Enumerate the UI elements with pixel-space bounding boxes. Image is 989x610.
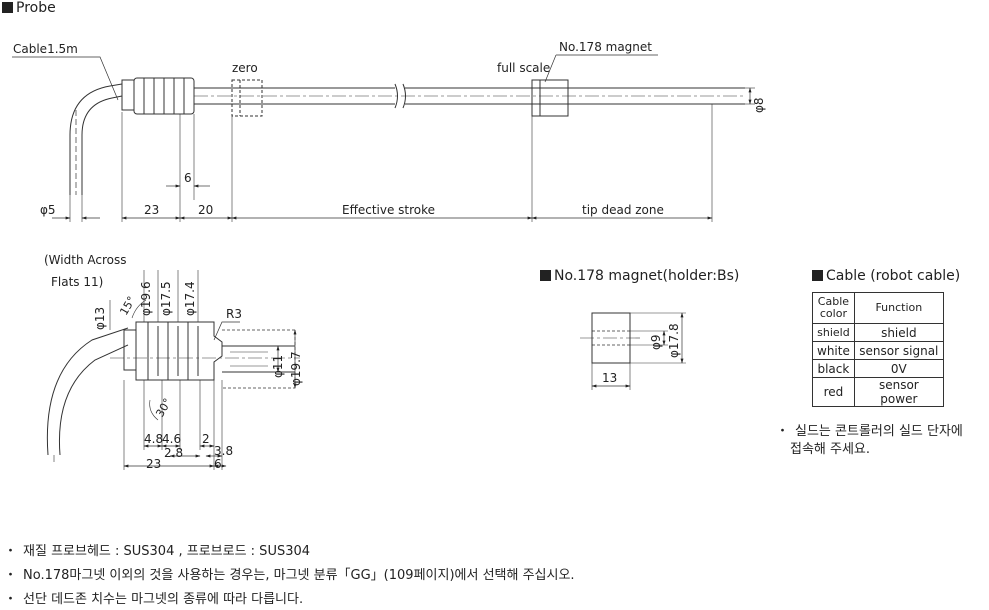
table-cell: shield bbox=[812, 323, 855, 342]
dim-phi17-4: φ17.4 bbox=[183, 281, 197, 316]
dim-mag-phi17-8: φ17.8 bbox=[667, 323, 681, 358]
magnet-detail bbox=[580, 312, 686, 390]
label-width-across-1: (Width Across bbox=[44, 253, 126, 267]
dim-mag-phi9: φ9 bbox=[649, 334, 663, 350]
table-header-cell: Function bbox=[853, 292, 944, 324]
table-row: red sensor power bbox=[812, 377, 944, 407]
section-title-probe: Probe bbox=[2, 0, 56, 16]
note-item: ・No.178마그넷 이외의 것을 사용하는 경우는, 마그넷 분류「GG」(1… bbox=[4, 568, 575, 583]
shield-note-line: ・실드는 콘트롤러의 실드 단자에 bbox=[776, 424, 963, 439]
dim-phi17-5: φ17.5 bbox=[159, 281, 173, 316]
dim-2-8: 2.8 bbox=[164, 446, 183, 460]
full-scale-magnet bbox=[531, 79, 569, 117]
dim-deg15: 15° bbox=[117, 294, 138, 317]
table-cell: sensor power bbox=[853, 377, 944, 407]
section-title-magnet: No.178 magnet(holder:Bs) bbox=[540, 268, 739, 284]
note-item: ・재질 프로브헤드 : SUS304 , 프로브로드 : SUS304 bbox=[4, 544, 311, 559]
dim-phi5: φ5 bbox=[40, 203, 56, 217]
dim-6-head: 6 bbox=[214, 457, 222, 471]
dim-deg30: 30° bbox=[153, 396, 174, 419]
magnet-labels: φ9 φ17.8 13 bbox=[602, 323, 681, 385]
probe-side-labels: Cable1.5m zero full scale No.178 magnet … bbox=[13, 40, 766, 217]
dim-mag-13: 13 bbox=[602, 371, 617, 385]
probe-side-view bbox=[12, 54, 755, 222]
dim-phi19-6: φ19.6 bbox=[139, 281, 153, 316]
dim-phi13: φ13 bbox=[93, 307, 107, 330]
table-row: white sensor signal bbox=[812, 341, 944, 360]
table-cell: sensor signal bbox=[853, 341, 944, 360]
dim-phi8: φ8 bbox=[752, 97, 766, 113]
table-cell: 0V bbox=[853, 359, 944, 378]
table-row: black 0V bbox=[812, 359, 944, 378]
table-cell: shield bbox=[853, 323, 944, 342]
square-bullet-icon bbox=[812, 270, 823, 281]
square-bullet-icon bbox=[540, 270, 551, 281]
dim-23: 23 bbox=[144, 203, 159, 217]
probe-nut bbox=[121, 79, 135, 111]
dim-4-8: 4.8 bbox=[144, 432, 163, 446]
dim-r3: R3 bbox=[226, 307, 242, 321]
dim-tip-dead-zone: tip dead zone bbox=[582, 203, 664, 217]
square-bullet-icon bbox=[2, 2, 13, 13]
dim-23-head: 23 bbox=[146, 457, 161, 471]
dim-effective-stroke: Effective stroke bbox=[342, 203, 435, 217]
shield-note-line: 접속해 주세요. bbox=[790, 442, 871, 457]
dim-2: 2 bbox=[202, 432, 210, 446]
label-cable-length: Cable1.5m bbox=[13, 42, 78, 56]
table-cell: white bbox=[812, 341, 855, 360]
label-magnet-callout: No.178 magnet bbox=[559, 40, 652, 54]
shield-note: ・실드는 콘트롤러의 실드 단자에 접속해 주세요. bbox=[776, 423, 963, 459]
zero-magnet-outline bbox=[231, 79, 263, 117]
dim-4-6: 4.6 bbox=[162, 432, 181, 446]
dim-phi11: φ11 bbox=[271, 355, 285, 378]
dim-3-8: 3.8 bbox=[214, 444, 233, 458]
probe-rod bbox=[194, 87, 395, 105]
table-header-cell: Cable color bbox=[812, 292, 855, 324]
table-header-row: Cable color Function bbox=[812, 292, 944, 324]
dim-phi19-7: φ19.7 bbox=[289, 351, 303, 386]
label-width-across-2: Flats 11) bbox=[51, 275, 103, 289]
table-cell: black bbox=[812, 359, 855, 378]
cable-color-table: Cable color Function shield shield white… bbox=[812, 292, 944, 407]
table-row: shield shield bbox=[812, 323, 944, 342]
probe-head-detail bbox=[46, 270, 300, 470]
table-cell: red bbox=[812, 377, 855, 407]
dim-20: 20 bbox=[198, 203, 213, 217]
label-zero: zero bbox=[232, 61, 258, 75]
dim-6: 6 bbox=[184, 171, 192, 185]
label-full-scale: full scale bbox=[497, 61, 550, 75]
note-item: ・선단 데드존 치수는 마그넷의 종류에 따라 다릅니다. bbox=[4, 592, 304, 607]
section-title-cable: Cable (robot cable) bbox=[812, 268, 960, 284]
probe-cable bbox=[81, 95, 123, 195]
probe-head-labels: (Width Across Flats 11) φ13 15° φ19.6 φ1… bbox=[44, 253, 303, 471]
